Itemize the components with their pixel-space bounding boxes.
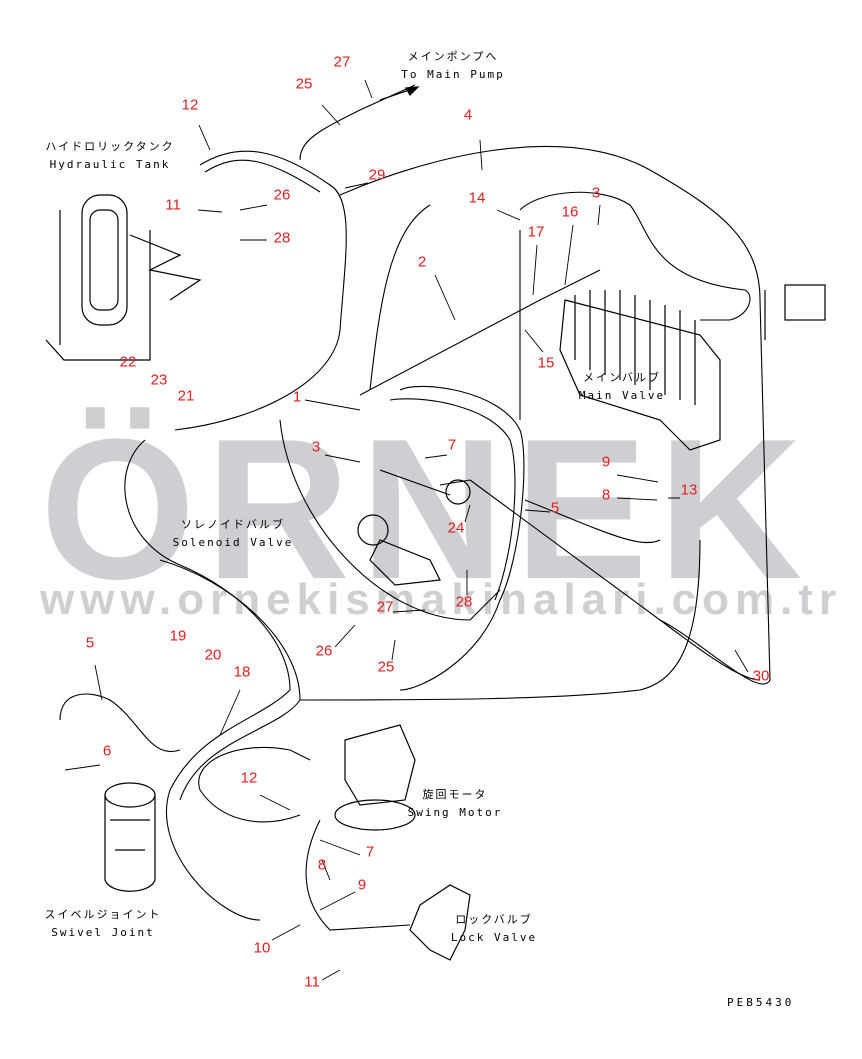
label-lock-valve-en: Lock Valve: [450, 931, 538, 944]
label-hydraulic-tank: ハイドロリックタンク Hydraulic Tank: [45, 138, 174, 174]
part-number: 3: [591, 184, 601, 202]
swivel-joint-drawing: [104, 782, 156, 892]
part-number: 25: [377, 658, 395, 676]
label-solenoid-valve: ソレノイドバルブ Solenoid Valve: [173, 516, 294, 552]
part-number: 28: [273, 229, 291, 247]
arrow-head-icon: [405, 86, 420, 96]
label-swing-motor: 旋回モータ Swing Motor: [408, 786, 503, 822]
part-number: 18: [233, 663, 251, 681]
part-number: 25: [295, 75, 313, 93]
part-number: 14: [468, 189, 486, 207]
hoses: [59, 84, 771, 931]
solenoid-valve-drawing: [357, 479, 471, 586]
part-number: 9: [357, 876, 367, 894]
watermark-logo: ÖRNEK: [40, 398, 813, 621]
lock-valve-drawing: [409, 884, 471, 961]
hydraulic-tank: [45, 194, 202, 361]
part-number: 6: [102, 742, 112, 760]
part-number: 23: [150, 371, 168, 389]
part-number: 17: [527, 223, 545, 241]
part-number: 9: [601, 453, 611, 471]
label-swivel-joint: スイベルジョイント Swivel Joint: [45, 906, 162, 942]
label-swing-motor-en: Swing Motor: [407, 806, 503, 819]
label-main-valve: メインバルブ Main Valve: [579, 369, 665, 405]
part-number: 11: [304, 973, 320, 991]
label-solenoid-valve-jp: ソレノイドバルブ: [181, 518, 285, 531]
label-main-valve-jp: メインバルブ: [582, 371, 661, 384]
part-number: 1: [292, 388, 302, 406]
part-number: 26: [315, 642, 333, 660]
part-number: 2: [417, 253, 427, 271]
part-number: 5: [550, 499, 560, 517]
part-number: 20: [204, 646, 222, 664]
part-number: 27: [376, 598, 394, 616]
part-number: 19: [169, 627, 187, 645]
part-number: 27: [333, 53, 351, 71]
part-number: 7: [365, 843, 375, 861]
part-number: 5: [85, 634, 95, 652]
label-hydraulic-tank-en: Hydraulic Tank: [49, 158, 171, 171]
part-number: 7: [447, 436, 457, 454]
part-number: 11: [165, 196, 181, 214]
label-main-pump-jp: メインポンプへ: [407, 50, 499, 63]
part-number: 3: [311, 438, 321, 456]
label-solenoid-valve-en: Solenoid Valve: [172, 536, 294, 549]
part-number: 13: [680, 481, 698, 499]
label-swivel-joint-jp: スイベルジョイント: [44, 908, 162, 921]
part-number: 10: [253, 939, 271, 957]
label-main-valve-en: Main Valve: [578, 389, 666, 402]
part-number: 28: [455, 593, 473, 611]
part-number: 12: [181, 96, 199, 114]
part-number: 15: [537, 354, 555, 372]
part-number: 26: [273, 186, 291, 204]
label-main-pump-en: To Main Pump: [401, 68, 505, 81]
part-number: 29: [368, 166, 386, 184]
leader-lines: [64, 79, 749, 981]
swing-motor-drawing: [334, 724, 416, 831]
part-number: 8: [601, 486, 611, 504]
label-swivel-joint-en: Swivel Joint: [51, 926, 155, 939]
label-main-pump: メインポンプへ To Main Pump: [401, 48, 504, 84]
label-lock-valve-jp: ロックバルブ: [455, 913, 533, 926]
part-number: 12: [240, 769, 258, 787]
part-number: 4: [463, 106, 473, 124]
main-valve-drawing: [559, 284, 826, 451]
drawing-code: PEB5430: [727, 996, 795, 1009]
part-number: 8: [317, 856, 327, 874]
part-number: 22: [119, 353, 137, 371]
part-number: 21: [177, 387, 195, 405]
part-number: 16: [561, 203, 579, 221]
label-hydraulic-tank-jp: ハイドロリックタンク: [45, 140, 175, 153]
part-number: 30: [752, 667, 770, 685]
label-swing-motor-jp: 旋回モータ: [422, 788, 488, 801]
label-lock-valve: ロックバルブ Lock Valve: [451, 911, 537, 947]
part-number: 24: [447, 519, 465, 537]
